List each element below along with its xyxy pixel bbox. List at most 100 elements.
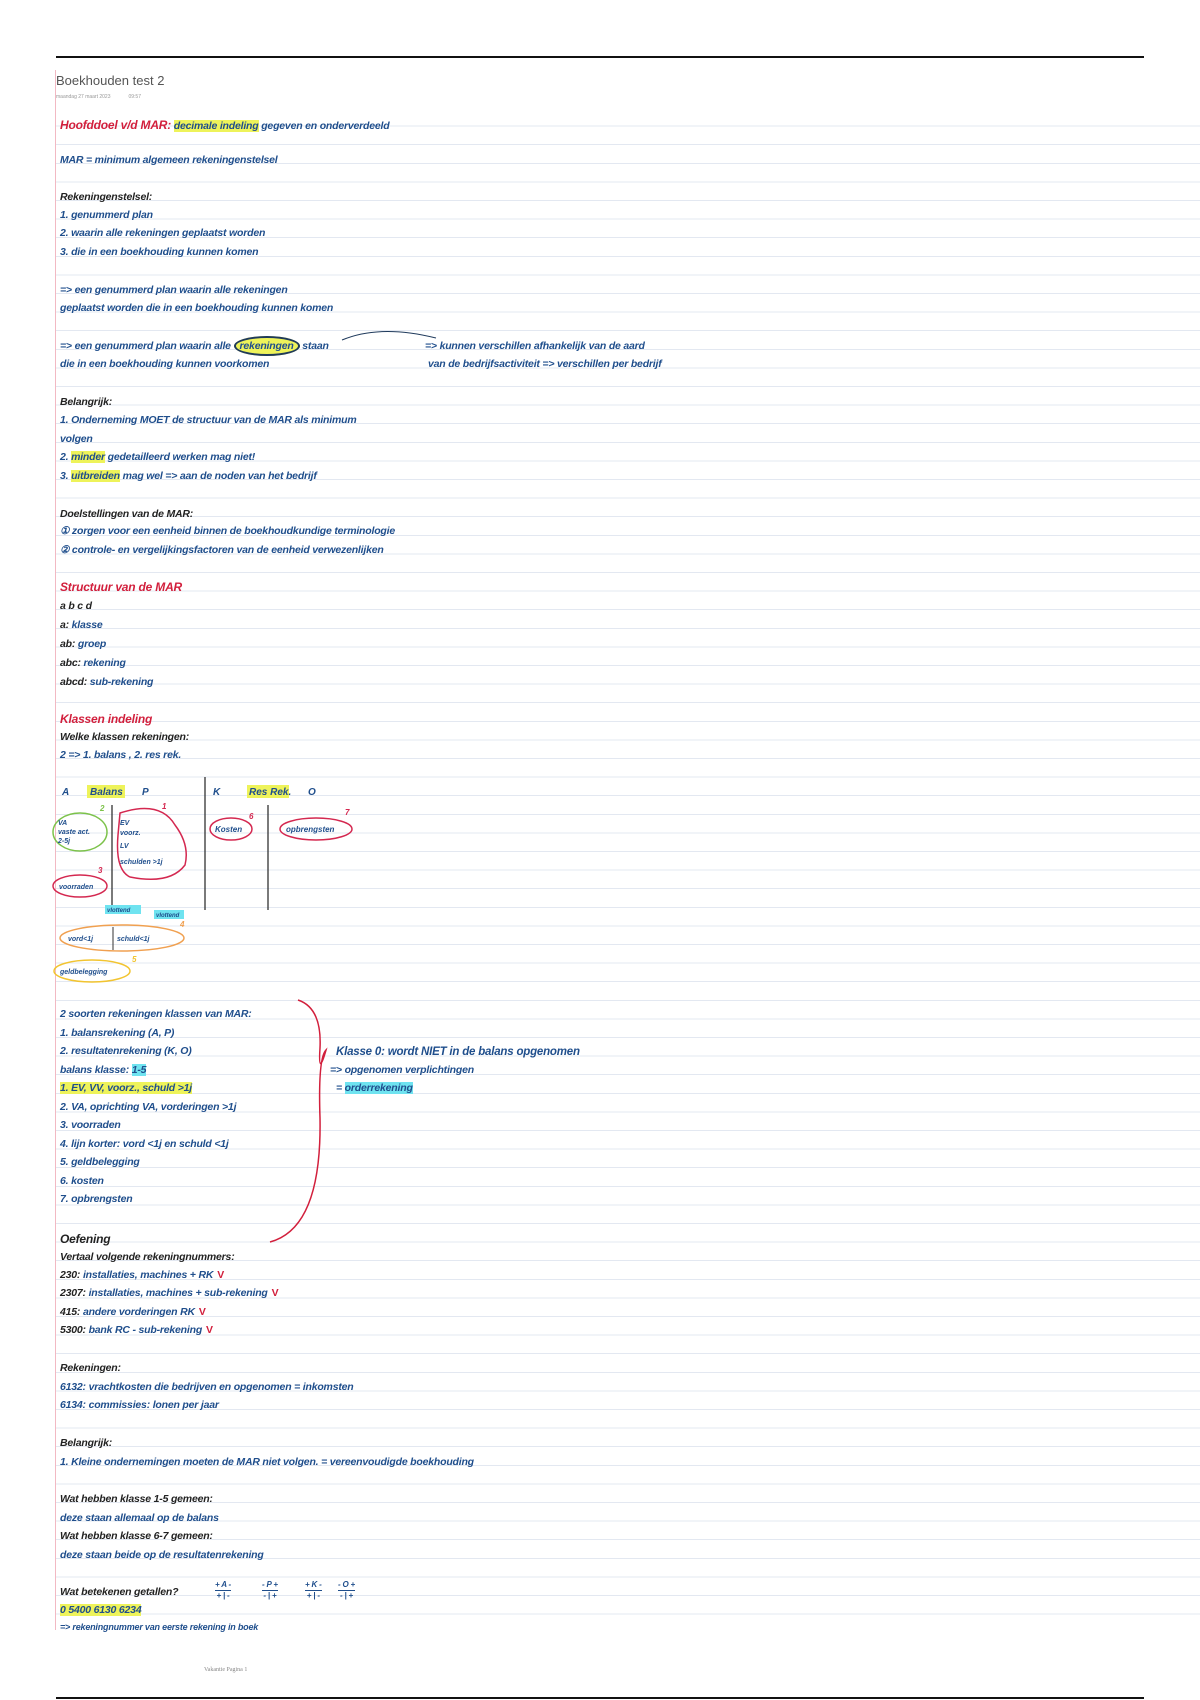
note-line: 1. EV, VV, voorz., schuld >1j bbox=[60, 1082, 192, 1094]
highlight: decimale indeling bbox=[173, 120, 259, 132]
check-mark: V bbox=[206, 1324, 213, 1336]
text: bank RC - sub-rekening bbox=[88, 1324, 203, 1336]
text: + A - bbox=[215, 1580, 231, 1591]
text: voorz. bbox=[120, 830, 141, 837]
page-footer: Vakantie Pagina 1 bbox=[204, 1667, 248, 1673]
text: => een genummerd plan waarin alle bbox=[60, 340, 231, 352]
note-line: 6. kosten bbox=[60, 1175, 104, 1187]
header-rule bbox=[56, 56, 1144, 58]
note-heading: Belangrijk: bbox=[60, 396, 113, 408]
note-line: Wat betekenen getallen? bbox=[60, 1586, 179, 1598]
note-line: 1. genummerd plan bbox=[60, 209, 153, 221]
text: opbrengsten bbox=[286, 825, 335, 834]
number-label: 1 bbox=[162, 802, 167, 811]
note-line: 6134: commissies: lonen per jaar bbox=[60, 1399, 219, 1411]
highlight-cyan bbox=[154, 910, 184, 919]
note-line: ① zorgen voor een eenheid binnen de boek… bbox=[60, 525, 395, 537]
note-line: 4. lijn korter: vord <1j en schuld <1j bbox=[60, 1138, 229, 1150]
text: 2-5j bbox=[57, 838, 71, 845]
text: staan bbox=[302, 340, 329, 352]
text: - | + bbox=[263, 1591, 277, 1600]
note-line: ab: groep bbox=[60, 638, 106, 650]
note-line: 5. geldbelegging bbox=[60, 1156, 140, 1168]
note-line: 2307: installaties, machines + sub-reken… bbox=[60, 1287, 279, 1299]
number-label: 7 bbox=[345, 808, 350, 817]
note-line: 1. Kleine ondernemingen moeten de MAR ni… bbox=[60, 1456, 474, 1468]
label-balans: Balans bbox=[90, 787, 123, 798]
note-line: 1. Onderneming MOET de structuur van de … bbox=[60, 414, 357, 426]
text: vlottend bbox=[156, 913, 180, 919]
text: groep bbox=[77, 638, 107, 650]
note-heading: Rekeningenstelsel: bbox=[60, 191, 153, 203]
note-line: volgen bbox=[60, 433, 93, 445]
text: + | - bbox=[306, 1591, 320, 1600]
text: schulden >1j bbox=[120, 859, 164, 866]
note-line: Klasse 0: wordt NIET in de balans opgeno… bbox=[336, 1046, 580, 1058]
text: 2307: bbox=[60, 1287, 86, 1299]
highlight bbox=[87, 785, 125, 798]
note-heading: Oefening bbox=[60, 1232, 111, 1246]
number-label: 4 bbox=[179, 920, 185, 929]
note-line: van de bedrijfsactiviteit => verschillen… bbox=[428, 358, 662, 370]
note-heading: Doelstellingen van de MAR: bbox=[60, 508, 194, 520]
note-line: 2. VA, oprichting VA, vorderingen >1j bbox=[60, 1101, 237, 1113]
fraction: - O +- | + bbox=[338, 1580, 355, 1601]
highlight: 1-5 bbox=[131, 1064, 147, 1076]
note-line: Vertaal volgende rekeningnummers: bbox=[60, 1251, 235, 1263]
t-account-diagram: A Balans P K Res Rek. O VA vaste act. 2-… bbox=[52, 777, 353, 983]
note-line: 2 => 1. balans , 2. res rek. bbox=[60, 749, 182, 761]
text: mag wel => aan de noden van het bedrijf bbox=[122, 470, 317, 482]
note-line: abc: rekening bbox=[60, 657, 126, 669]
text: abcd: bbox=[60, 676, 88, 688]
note-line: 1. balansrekening (A, P) bbox=[60, 1027, 175, 1039]
text: 230: bbox=[60, 1269, 81, 1281]
page-time: 09:57 bbox=[128, 94, 141, 100]
text: - O + bbox=[338, 1580, 356, 1591]
label-p: P bbox=[142, 787, 149, 798]
circle-green bbox=[52, 812, 108, 852]
text: andere vorderingen RK bbox=[82, 1306, 195, 1318]
text: - | + bbox=[339, 1591, 354, 1600]
note-line: 2. waarin alle rekeningen geplaatst word… bbox=[60, 227, 266, 239]
note-line: MAR = minimum algemeen rekeningenstelsel bbox=[60, 154, 278, 166]
label-a: A bbox=[61, 787, 69, 798]
highlight: 0 5400 6130 6234 bbox=[60, 1604, 142, 1616]
page-title: Boekhouden test 2 bbox=[56, 73, 165, 88]
note-heading: Rekeningen: bbox=[60, 1362, 121, 1374]
label-o: O bbox=[308, 787, 316, 798]
text: rekening bbox=[83, 657, 126, 669]
text: geldbelegging bbox=[59, 969, 108, 976]
note-line: 2. minder gedetailleerd werken mag niet! bbox=[60, 451, 255, 463]
number-label: 3 bbox=[98, 866, 103, 875]
fraction: - P +- | + bbox=[262, 1580, 278, 1601]
note-line: => kunnen verschillen afhankelijk van de… bbox=[425, 340, 645, 352]
text: balans klasse: bbox=[60, 1064, 129, 1076]
label-resrek: Res Rek. bbox=[249, 787, 291, 798]
circle-pink bbox=[279, 817, 353, 841]
check-mark: V bbox=[217, 1269, 225, 1281]
note-line: 3. voorraden bbox=[60, 1119, 121, 1131]
text: + | - bbox=[216, 1591, 230, 1600]
ruled-lines bbox=[56, 108, 1200, 1628]
text: vlottend bbox=[107, 908, 131, 914]
section-heading: Klassen indeling bbox=[60, 712, 153, 726]
number-label: 2 bbox=[99, 804, 105, 813]
number-label: 6 bbox=[249, 812, 254, 821]
text: voorraden bbox=[59, 884, 93, 891]
text: 1. EV, VV, voorz., schuld >1j bbox=[60, 1082, 193, 1094]
text: - P + bbox=[262, 1580, 278, 1591]
note-line: 7. opbrengsten bbox=[60, 1193, 133, 1205]
label-k: K bbox=[213, 787, 221, 798]
note-line: 2 soorten rekeningen klassen van MAR: bbox=[60, 1008, 252, 1020]
text: = bbox=[336, 1082, 342, 1094]
text: + K - bbox=[305, 1580, 322, 1591]
check-mark: V bbox=[198, 1306, 206, 1318]
text: installaties, machines + sub-rekening bbox=[88, 1287, 268, 1299]
text: 3. bbox=[60, 470, 69, 482]
note-line: ② controle- en vergelijkingsfactoren van… bbox=[60, 544, 384, 556]
